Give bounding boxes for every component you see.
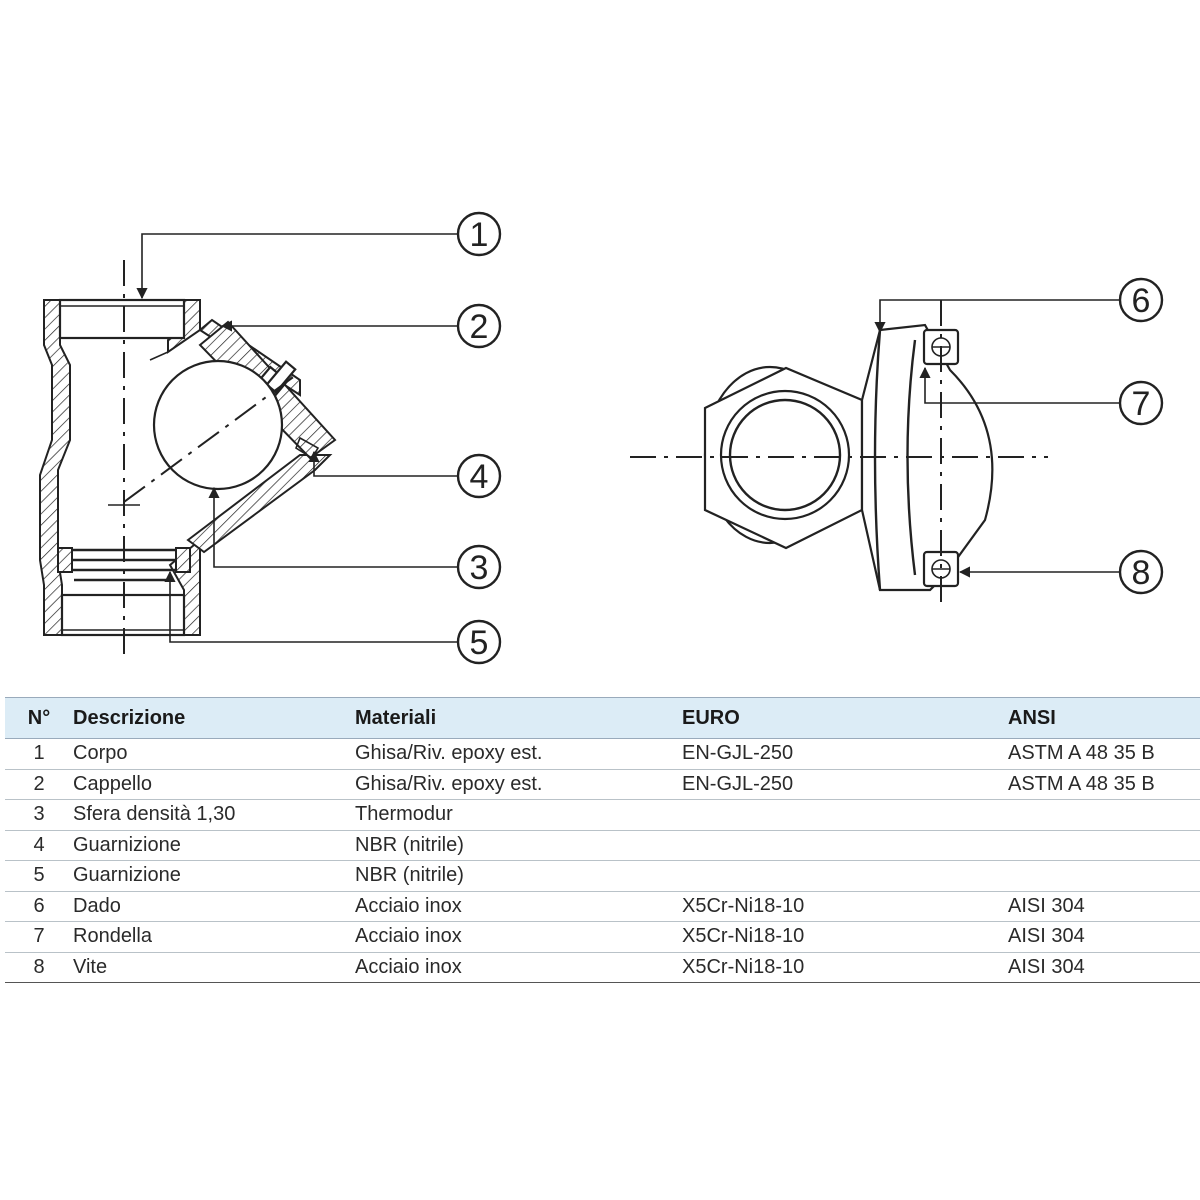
table-row: 3 Sfera densità 1,30 Thermodur [5,800,1200,831]
table-header: N° Descrizione Materiali EURO ANSI [5,697,1200,739]
cell-num: 5 [33,864,45,887]
cell-ansi: ASTM A 48 35 B [1008,772,1155,795]
cell-materials: Acciaio inox [355,894,462,917]
callout-number: 1 [470,216,489,254]
cell-euro: X5Cr-Ni18-10 [682,894,805,917]
cell-num: 7 [33,925,45,948]
callout-number: 8 [1132,554,1151,592]
cell-num: 1 [33,742,45,765]
cell-ansi: AISI 304 [1008,925,1085,948]
cell-num: 8 [33,955,45,978]
callout-7: 7 [1118,380,1164,426]
table-row: 8 Vite Acciaio inox X5Cr-Ni18-10 AISI 30… [5,953,1200,983]
callout-1: 1 [456,211,502,257]
cell-euro: EN-GJL-250 [682,772,794,795]
table-row: 6 Dado Acciaio inox X5Cr-Ni18-10 AISI 30… [5,892,1200,922]
callout-number: 5 [470,624,489,662]
parts-table: N° Descrizione Materiali EURO ANSI 1 Cor… [5,697,1200,983]
cell-ansi: AISI 304 [1008,894,1085,917]
cell-num: 3 [33,803,45,826]
cell-description: Dado [73,894,121,917]
cell-num: 6 [33,894,45,917]
header-description: Descrizione [73,706,186,729]
cell-euro: X5Cr-Ni18-10 [682,955,805,978]
callout-3: 3 [456,544,502,590]
header-euro: EURO [682,706,740,729]
valve-technical-drawing: 1 2 3 4 5 6 7 8 [39,211,1164,665]
callout-4: 4 [456,453,502,499]
table-row: 7 Rondella Acciaio inox X5Cr-Ni18-10 AIS… [5,922,1200,953]
cell-description: Cappello [73,772,152,795]
cell-euro: X5Cr-Ni18-10 [682,925,805,948]
table-row: 2 Cappello Ghisa/Riv. epoxy est. EN-GJL-… [5,770,1200,800]
cell-materials: Acciaio inox [355,925,462,948]
cell-euro: EN-GJL-250 [682,742,794,765]
cell-ansi: ASTM A 48 35 B [1008,742,1155,765]
header-num: N° [27,706,51,729]
callout-number: 7 [1132,385,1151,423]
cell-description: Sfera densità 1,30 [73,803,236,826]
cell-description: Vite [73,955,108,978]
callout-number: 6 [1132,282,1151,320]
leader-lines-left [136,233,458,643]
section-view [39,260,337,660]
cell-materials: Ghisa/Riv. epoxy est. [355,742,543,765]
cell-materials: Thermodur [355,803,453,826]
cell-num: 2 [33,772,45,795]
cell-materials: NBR (nitrile) [355,833,464,856]
table-row: 1 Corpo Ghisa/Riv. epoxy est. EN-GJL-250… [5,739,1200,770]
callout-number: 3 [470,549,489,587]
cell-description: Guarnizione [73,864,181,887]
cell-description: Guarnizione [73,833,181,856]
cell-description: Corpo [73,742,128,765]
callout-number: 4 [470,458,489,496]
leader-lines-right [874,299,1120,578]
cell-materials: NBR (nitrile) [355,864,464,887]
cell-description: Rondella [73,925,152,948]
callout-5: 5 [456,619,502,665]
callout-6: 6 [1118,277,1164,323]
callout-2: 2 [456,303,502,349]
header-ansi: ANSI [1008,706,1056,729]
table-row: 5 Guarnizione NBR (nitrile) [5,861,1200,892]
table-row: 4 Guarnizione NBR (nitrile) [5,831,1200,861]
callout-8: 8 [1118,549,1164,595]
cell-materials: Ghisa/Riv. epoxy est. [355,772,543,795]
cell-materials: Acciaio inox [355,955,462,978]
cell-num: 4 [33,833,45,856]
header-materials: Materiali [355,706,437,729]
end-view [630,300,1048,610]
cell-ansi: AISI 304 [1008,955,1085,978]
callout-number: 2 [470,308,489,346]
